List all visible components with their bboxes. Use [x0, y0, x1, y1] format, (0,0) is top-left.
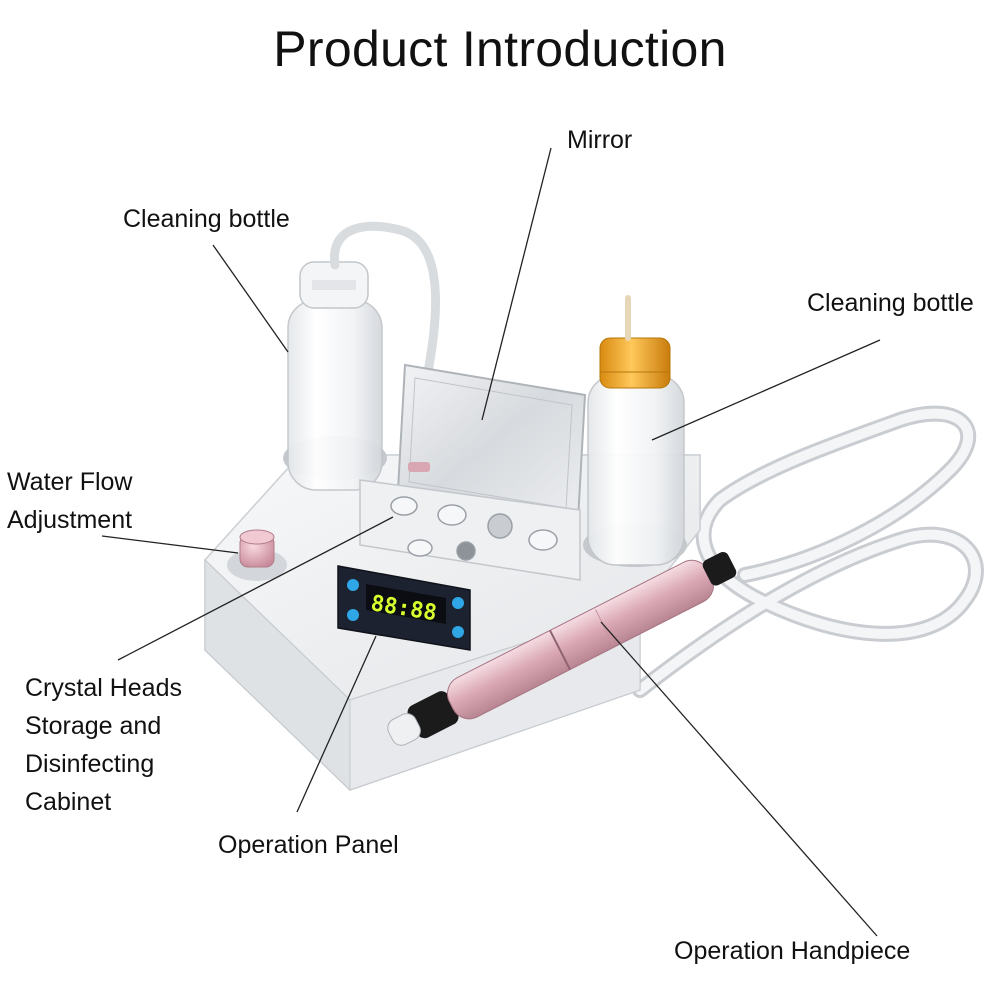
- label-line: Water Flow: [7, 468, 133, 496]
- label-operation-panel: Operation Panel: [218, 831, 399, 859]
- leader-line-panel: [296, 635, 377, 813]
- leader-line-bottle-right: [651, 339, 881, 441]
- panel-button: [452, 597, 464, 609]
- label-water-flow-adjustment: Water Flow Adjustment: [7, 463, 132, 539]
- leader-lines: [101, 147, 881, 937]
- leader-line-handpiece: [600, 621, 878, 937]
- label-line: Cabinet: [25, 788, 112, 816]
- label-line: Disinfecting: [25, 750, 155, 778]
- operation-handpiece: [387, 551, 737, 746]
- water-flow-knob: [227, 529, 287, 581]
- label-line: Storage and: [25, 712, 162, 740]
- leader-line-crystal: [117, 516, 394, 661]
- operation-panel: 88:88: [337, 565, 471, 651]
- leader-line-bottle-left: [212, 244, 289, 353]
- crystal-heads-cabinet: [359, 462, 581, 581]
- panel-button: [347, 579, 359, 591]
- label-crystal-heads-cabinet: Crystal Heads Storage and Disinfecting C…: [25, 669, 182, 821]
- panel-button: [452, 626, 464, 638]
- label-cleaning-bottle-right: Cleaning bottle: [807, 289, 974, 317]
- label-line: Adjustment: [7, 506, 133, 534]
- leader-line-mirror: [481, 147, 552, 421]
- label-mirror: Mirror: [567, 126, 633, 154]
- label-cleaning-bottle-left: Cleaning bottle: [123, 205, 290, 233]
- panel-button: [347, 609, 359, 621]
- leader-line-water: [101, 535, 239, 554]
- label-line: Crystal Heads: [25, 674, 182, 702]
- page-title: Product Introduction: [273, 21, 727, 77]
- cleaning-bottle-right: [583, 295, 687, 567]
- label-operation-handpiece: Operation Handpiece: [674, 937, 911, 965]
- panel-buttons: [347, 579, 464, 638]
